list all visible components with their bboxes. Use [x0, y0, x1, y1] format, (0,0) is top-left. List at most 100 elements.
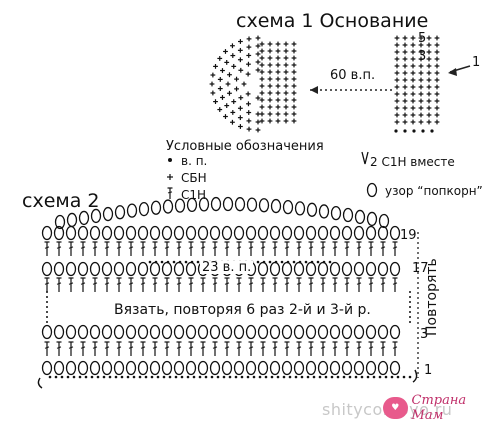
- popcorn-symbol: [294, 201, 306, 216]
- sc-symbol: [217, 86, 223, 91]
- legend-popcorn-label: узор “попкорн”: [385, 184, 483, 198]
- sc-symbol: [259, 48, 265, 54]
- sc-symbol: [394, 84, 400, 90]
- scheme2-chain-label: 23 в. п.: [200, 260, 254, 275]
- popcorn-symbol: [101, 360, 113, 376]
- sc-symbol: [418, 56, 424, 62]
- chain-symbol: [178, 260, 182, 264]
- sc-symbol: [426, 91, 432, 97]
- dc-symbol: [176, 241, 182, 256]
- popcorn-symbol: [221, 324, 233, 340]
- dc-symbol: [272, 241, 278, 256]
- popcorn-symbol: [149, 225, 161, 241]
- popcorn-symbol: [197, 360, 209, 376]
- popcorn-symbol: [65, 360, 77, 376]
- sc-symbol: [434, 119, 440, 125]
- popcorn-symbol: [138, 201, 150, 217]
- sc-symbol: [241, 81, 247, 87]
- chain-symbol: [102, 375, 106, 379]
- chain-symbol: [192, 375, 196, 379]
- sc-symbol: [291, 118, 297, 124]
- sc-symbol: [275, 55, 281, 61]
- popcorn-symbol: [101, 261, 113, 277]
- popcorn-symbol: [137, 261, 149, 277]
- popcorn-symbol: [269, 261, 281, 277]
- chain-symbol: [216, 375, 220, 379]
- sc-symbol: [402, 56, 408, 62]
- chain-symbol: [430, 129, 434, 133]
- popcorn-symbol: [89, 324, 101, 340]
- popcorn-symbol: [125, 261, 137, 277]
- sc-symbol: [410, 119, 416, 125]
- sc-symbol: [410, 42, 416, 48]
- chain-symbol: [294, 375, 298, 379]
- dc-symbol: [56, 277, 62, 292]
- popcorn-symbol: [197, 324, 209, 340]
- dc-symbol: [44, 341, 50, 356]
- chain-symbol: [328, 260, 332, 264]
- sc-symbol: [410, 56, 416, 62]
- popcorn-symbol: [329, 324, 341, 340]
- popcorn-symbol: [65, 261, 77, 277]
- legend-dc2tog-label: 2 С1Н вместе: [370, 155, 455, 169]
- dc-symbol: [128, 341, 134, 356]
- sc-symbol: [291, 83, 297, 89]
- popcorn-symbol: [246, 197, 258, 212]
- dc-symbol: [296, 341, 302, 356]
- dc-symbol: [164, 341, 170, 356]
- popcorn-symbol: [317, 261, 329, 277]
- sc-symbol: [394, 105, 400, 111]
- dc-symbol: [320, 241, 326, 256]
- sc-symbol: [255, 127, 261, 133]
- popcorn-symbol: [269, 324, 281, 340]
- chain-symbol: [310, 260, 314, 264]
- dc-symbol: [167, 187, 173, 199]
- dc-symbol: [80, 277, 86, 292]
- chain-symbol: [316, 260, 320, 264]
- popcorn-symbol: [341, 360, 353, 376]
- chain-symbol: [421, 129, 425, 133]
- dc-symbol: [116, 341, 122, 356]
- dc-symbol: [260, 241, 266, 256]
- dc-symbol: [320, 341, 326, 356]
- sc-symbol: [410, 84, 416, 90]
- popcorn-symbol: [365, 324, 377, 340]
- start-arrow-right: [412, 369, 418, 383]
- popcorn-symbol: [293, 360, 305, 376]
- dc-symbol: [176, 341, 182, 356]
- popcorn-symbol: [77, 261, 89, 277]
- chain-symbol: [403, 129, 407, 133]
- chain-symbol: [268, 260, 272, 264]
- logo-text: Страна Мам: [411, 393, 467, 423]
- chain-symbol: [72, 375, 76, 379]
- popcorn-symbol: [389, 261, 401, 277]
- dc2tog-icon: [361, 151, 369, 165]
- popcorn-symbol: [185, 261, 197, 277]
- dc-symbol: [308, 277, 314, 292]
- site-logo: ♥ Страна Мам: [383, 393, 497, 423]
- popcorn-symbol: [77, 360, 89, 376]
- chain-symbol: [222, 375, 226, 379]
- dc-symbol: [140, 341, 146, 356]
- chain-symbol: [174, 375, 178, 379]
- sc-symbol: [275, 118, 281, 124]
- dc-symbol: [248, 277, 254, 292]
- dc-symbol: [104, 341, 110, 356]
- sc-symbol: [394, 112, 400, 118]
- chain-symbol: [409, 311, 411, 313]
- chain-symbol: [60, 375, 64, 379]
- popcorn-symbol: [257, 360, 269, 376]
- sc-symbol: [283, 76, 289, 82]
- chain-symbol: [196, 260, 200, 264]
- chain-symbol: [354, 375, 358, 379]
- dc-symbol: [344, 277, 350, 292]
- popcorn-symbol: [161, 360, 173, 376]
- sc-symbol: [275, 69, 281, 75]
- popcorn-symbol: [318, 204, 330, 219]
- popcorn-symbol: [354, 209, 366, 225]
- sc-symbol: [426, 70, 432, 76]
- sc-symbol: [410, 77, 416, 83]
- dc-symbol: [68, 241, 74, 256]
- sc-symbol: [238, 95, 244, 101]
- popcorn-symbol: [293, 225, 305, 241]
